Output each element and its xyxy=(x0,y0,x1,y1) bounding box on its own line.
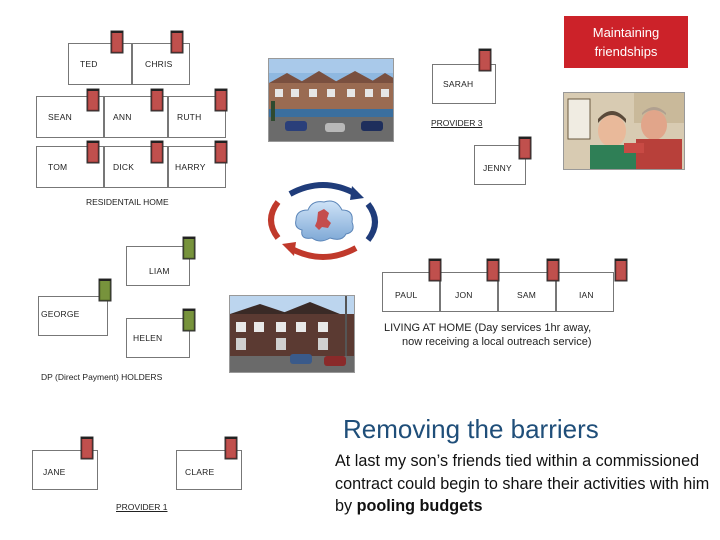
living-at-home-caption-line2: now receiving a local outreach service) xyxy=(402,336,592,348)
residential-home-caption: RESIDENTAIL HOME xyxy=(86,197,169,207)
room-label: RUTH xyxy=(177,112,202,122)
room-liam: LIAM xyxy=(126,246,190,286)
room-ruth: RUTH xyxy=(168,96,226,138)
provider-1-label: PROVIDER 1 xyxy=(116,502,168,512)
friends-photo xyxy=(563,92,685,170)
room-jenny: JENNY xyxy=(474,145,526,185)
room-ian: IAN xyxy=(556,272,614,312)
maintaining-friendships-banner: Maintaining friendships xyxy=(564,16,688,68)
room-label: SARAH xyxy=(443,79,474,89)
body-paragraph: At last my son’s friends tied within a c… xyxy=(335,450,710,518)
room-label: TOM xyxy=(48,162,68,172)
room-label: HARRY xyxy=(175,162,206,172)
room-sam: SAM xyxy=(498,272,556,312)
door-icon xyxy=(428,258,442,282)
room-label: DICK xyxy=(113,162,135,172)
room-label: GEORGE xyxy=(41,309,80,319)
door-icon xyxy=(182,308,196,332)
door-icon xyxy=(478,48,492,72)
door-icon xyxy=(150,140,164,164)
door-icon xyxy=(80,436,94,460)
room-label: CLARE xyxy=(185,467,215,477)
pooling-budgets-emphasis: pooling budgets xyxy=(356,497,483,515)
room-label: SEAN xyxy=(48,112,72,122)
room-label: CHRIS xyxy=(145,59,173,69)
room-label: HELEN xyxy=(133,333,163,343)
living-at-home-caption-line1: LIVING AT HOME (Day services 1hr away, xyxy=(384,322,592,334)
room-label: TED xyxy=(80,59,98,69)
room-george: GEORGE xyxy=(38,296,108,336)
body-text: At last my son’s friends tied within a c… xyxy=(335,452,710,515)
door-icon xyxy=(98,278,112,302)
room-label: JANE xyxy=(43,467,66,477)
door-icon xyxy=(214,88,228,112)
door-icon xyxy=(170,30,184,54)
room-label: LIAM xyxy=(149,266,170,276)
door-icon xyxy=(518,136,532,160)
door-icon xyxy=(546,258,560,282)
door-icon xyxy=(214,140,228,164)
room-label: ANN xyxy=(113,112,132,122)
door-icon xyxy=(614,258,628,282)
provider-3-label: PROVIDER 3 xyxy=(431,118,483,128)
door-icon xyxy=(486,258,500,282)
room-label: IAN xyxy=(579,290,594,300)
door-icon xyxy=(110,30,124,54)
map-cycle-icon xyxy=(260,180,386,262)
dp-holders-caption: DP (Direct Payment) HOLDERS xyxy=(41,372,163,382)
room-label: PAUL xyxy=(395,290,418,300)
door-icon xyxy=(182,236,196,260)
door-icon xyxy=(86,140,100,164)
room-helen: HELEN xyxy=(126,318,190,358)
room-label: JON xyxy=(455,290,473,300)
street-photo xyxy=(268,58,394,142)
terrace-houses-photo xyxy=(229,295,355,373)
room-label: JENNY xyxy=(483,163,512,173)
door-icon xyxy=(150,88,164,112)
removing-barriers-heading: Removing the barriers xyxy=(343,414,599,444)
door-icon xyxy=(224,436,238,460)
door-icon xyxy=(86,88,100,112)
room-label: SAM xyxy=(517,290,537,300)
